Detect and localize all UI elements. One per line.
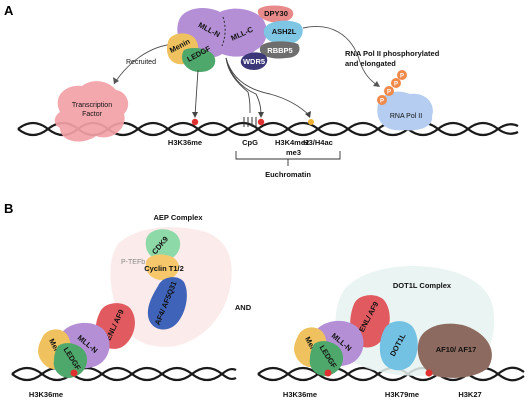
h3k36me-mark-aep <box>70 369 78 377</box>
h3k36me-mark <box>191 118 199 126</box>
mll-complex-a: MLL-N MLL-C DPY30 ASH2L RBBP5 WDR5 Menin… <box>166 5 303 72</box>
transcription-factor-label-2: Factor <box>82 111 103 118</box>
phosphate-2 <box>384 86 394 96</box>
euchromatin-label: Euchromatin <box>265 170 311 179</box>
and-label: AND <box>235 303 252 312</box>
dpy30-label: DPY30 <box>264 9 288 18</box>
rna-pol-note-1: RNA Pol II phosphorylated <box>345 49 440 58</box>
transcription-factor: Transcription Factor <box>54 81 129 142</box>
h3h4ac-label: H3/H4ac <box>303 138 333 147</box>
phosphate-label-2: P <box>387 90 391 96</box>
h3k36me-mark-dot1l <box>324 369 332 377</box>
rna-pol-arrow: RNA Pol II phosphorylated and elongated <box>302 26 440 87</box>
af10-label: AF10/ AF17 <box>436 345 477 354</box>
wdr5-label: WDR5 <box>243 57 265 66</box>
rna-pol-ii: RNA Pol II P P P P <box>377 70 433 131</box>
chromatin-arrowheads <box>192 111 311 118</box>
panel-b-label: B <box>4 201 13 216</box>
recruited-label: Recruited <box>126 59 156 66</box>
ash2l-label: ASH2L <box>272 27 297 36</box>
euchromatin-bracket <box>235 151 341 166</box>
h3k36me-label-aep: H3K36me <box>29 390 63 399</box>
rbbp5-label: RBBP5 <box>267 46 292 55</box>
aep-complex: CDK9 P-TEFb Cyclin T1/2 AF4/ AF5Q31 ENL/… <box>38 229 187 378</box>
h3k4me-mark <box>257 118 265 126</box>
phosphate-4 <box>397 70 407 80</box>
h3k36me-label-a: H3K36me <box>168 138 202 147</box>
h3k79me-mark <box>425 369 433 377</box>
aep-complex-title: AEP Complex <box>153 213 203 222</box>
panel-a-label: A <box>4 3 14 18</box>
phosphate-3 <box>391 78 401 88</box>
h3h4ac-mark <box>308 119 314 125</box>
transcription-factor-label-1: Transcription <box>72 102 112 109</box>
h3k4me2-label-1: H3K4me2 <box>275 138 309 147</box>
h3k79me-label: H3K79me <box>385 390 419 399</box>
recruited-arrow: Recruited <box>113 43 175 85</box>
phosphate-label-4: P <box>400 74 404 80</box>
h3k4me2-label-2: me3 <box>286 148 301 157</box>
cyclin-label: Cyclin T1/2 <box>144 264 184 273</box>
rna-pol-label: RNA Pol II <box>390 113 422 120</box>
cpg-label: CpG <box>242 138 258 147</box>
cpg-site-marks <box>243 117 257 127</box>
phosphate-1 <box>377 95 387 105</box>
h3k27-label: H3K27 <box>458 390 481 399</box>
ptefb-label: P-TEFb <box>121 259 145 266</box>
phosphate-label-3: P <box>394 82 398 88</box>
rna-pol-note-2: and elongated <box>345 59 396 68</box>
h3k36me-label-dot1l: H3K36me <box>283 390 317 399</box>
dot1l-complex-title: DOT1L Complex <box>393 281 452 290</box>
dot1l-complex: ENL/ AF9 DOT1L AF10/ AF17 MLL-N Menin LE… <box>294 295 492 378</box>
dna-strand-b-left <box>11 366 237 382</box>
phosphate-label-1: P <box>380 99 384 105</box>
